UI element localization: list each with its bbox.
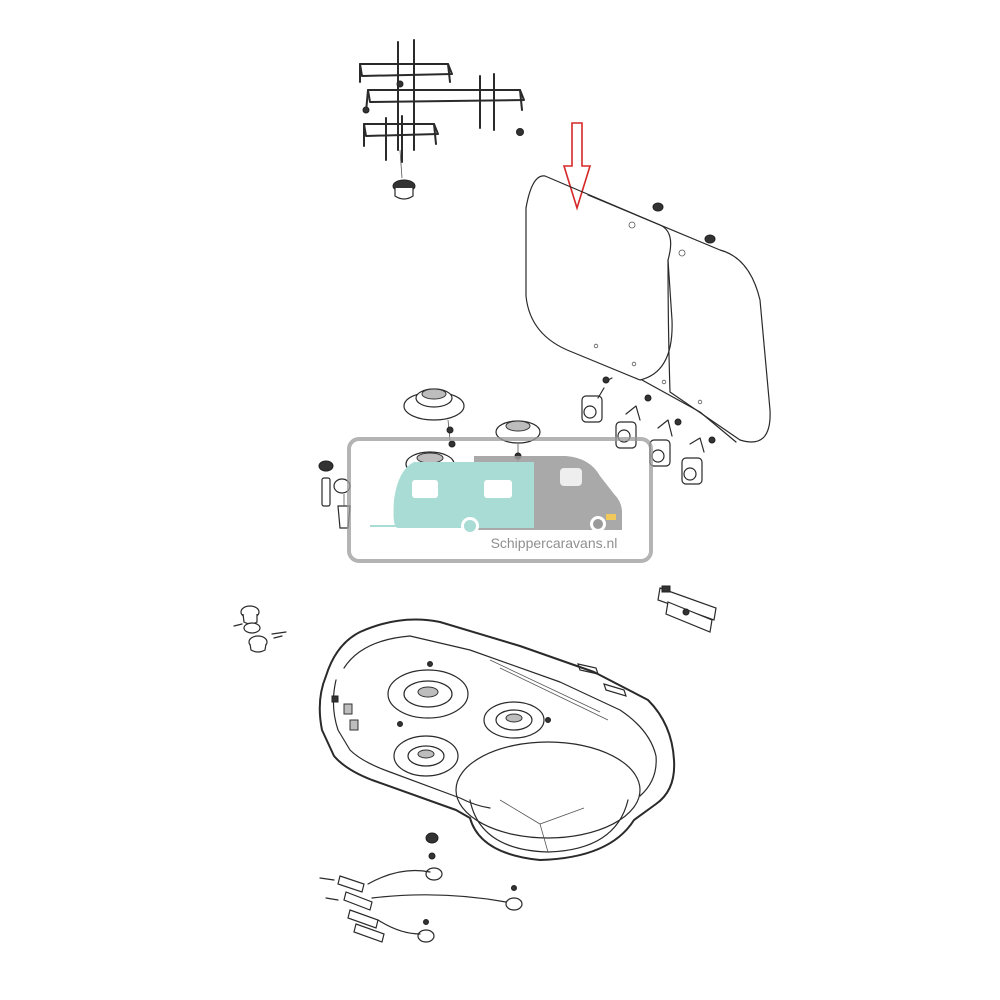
lid-hinges [581,376,716,485]
watermark-caravan [393,462,534,528]
gas-valves-pipes [319,832,523,943]
burner-cap-large [403,388,465,448]
burner-cap-small [392,179,416,200]
burner-cap-medium [495,420,541,462]
control-knob-parts [318,460,351,529]
hob-base-tray [318,618,676,861]
watermark-logo: Schippercaravans.nl [347,437,653,563]
glass-lid [525,175,771,443]
red-arrow-indicator [562,122,592,211]
watermark-text: Schippercaravans.nl [491,535,618,551]
pan-support-grid [359,39,525,179]
burner-crown-set [233,605,287,653]
igniter-module [657,585,717,633]
watermark-frame [347,437,653,563]
